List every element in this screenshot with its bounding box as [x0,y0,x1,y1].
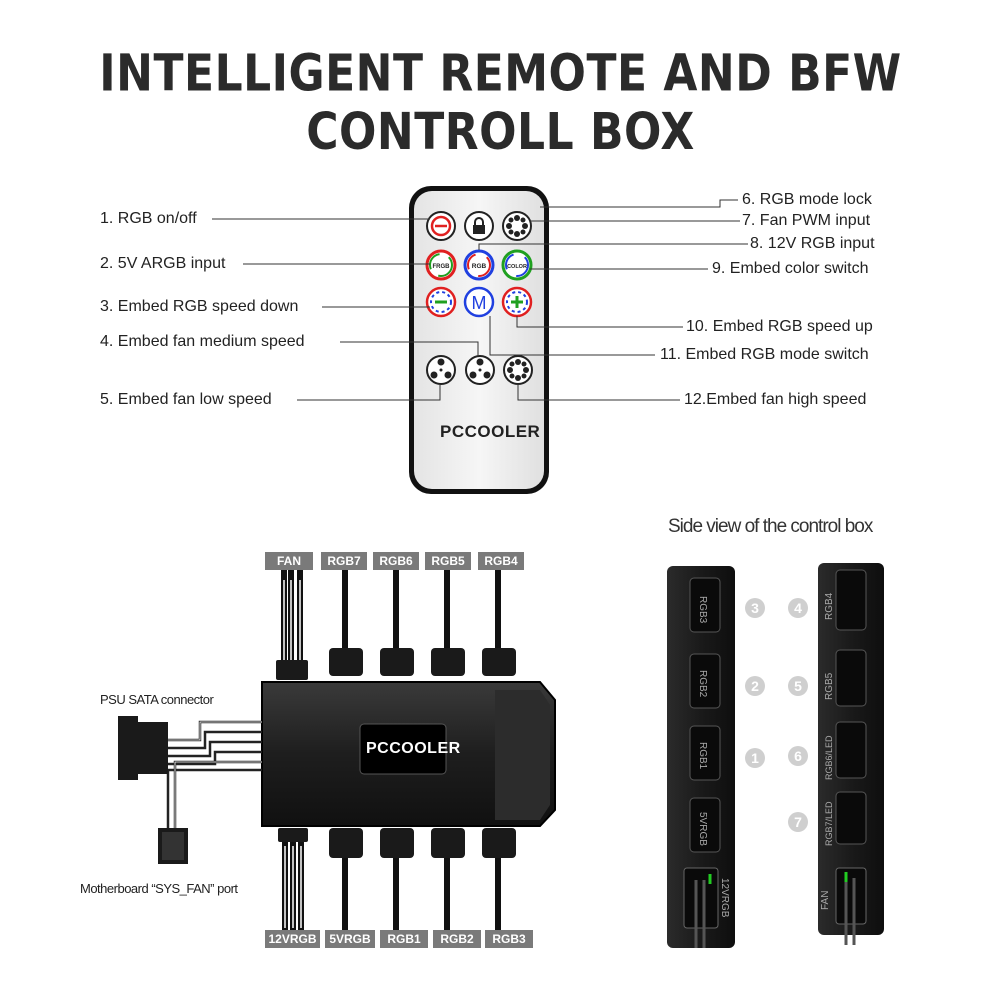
side-view-title: Side view of the control box [668,516,873,537]
label-rgb-speed-up: 10. Embed RGB speed up [686,318,873,335]
side-label-rgb4: RGB4 [824,592,835,620]
controller-brand-logo: PCCOOLER [366,740,461,757]
side-number-3: 3 [745,598,765,618]
side-number-2: 2 [745,676,765,696]
side-label-rgb5: RGB5 [824,672,835,700]
svg-text:M: M [472,293,487,313]
side-label-rgb2: RGB2 [697,670,708,698]
label-fan-pwm-input: 7. Fan PWM input [742,212,871,229]
side-number-7: 7 [788,812,808,832]
side-label-rgb6-led: RGB6/LED [824,735,834,780]
port-tag-rgb6: RGB6 [373,552,419,570]
label-rgb-onoff: 1. RGB on/off [100,210,197,227]
side-label-fan: FAN [820,890,831,910]
side-number-4: 4 [788,598,808,618]
label-embed-color-switch: 9. Embed color switch [712,260,869,277]
side-label-rgb1: RGB1 [697,742,708,770]
label-rgb-mode-lock: 6. RGB mode lock [742,191,872,208]
port-tag-rgb3: RGB3 [485,930,533,948]
side-label-5vrgb: 5VRGB [697,812,708,846]
port-tag-5vrgb: 5VRGB [325,930,375,948]
svg-text:FRGB: FRGB [433,264,451,270]
remote-buttons[interactable]: FRGB RGB COLOR M [425,211,533,385]
psu-sata-connector-label: PSU SATA connector [100,692,214,707]
side-label-rgb7-led: RGB7/LED [824,801,834,846]
label-rgb-mode-switch: 11. Embed RGB mode switch [660,346,869,363]
svg-text:COLOR: COLOR [507,264,527,270]
side-number-5: 5 [788,676,808,696]
page-title: INTELLIGENT REMOTE AND BFW CONTROLL BOX [99,44,902,162]
port-tag-rgb5: RGB5 [425,552,471,570]
port-tag-fan: FAN [265,552,313,570]
side-number-6: 6 [788,746,808,766]
label-5v-argb-input: 2. 5V ARGB input [100,255,226,272]
port-tag-rgb2: RGB2 [433,930,481,948]
leader-lines [212,199,748,401]
port-tag-rgb7: RGB7 [321,552,367,570]
label-rgb-speed-down: 3. Embed RGB speed down [100,298,299,315]
controller-diagram [118,570,556,932]
side-label-12vrgb: 12VRGB [719,878,730,918]
port-tag-rgb1: RGB1 [380,930,428,948]
label-12v-rgb-input: 8. 12V RGB input [750,235,875,252]
remote-brand-logo: PCCOOLER [440,422,541,441]
side-label-rgb3: RGB3 [697,596,708,624]
motherboard-sys-fan-label: Motherboard “SYS_FAN” port [80,881,238,896]
port-tag-12vrgb: 12VRGB [265,930,320,948]
side-view-right [818,563,884,945]
label-fan-high-speed: 12.Embed fan high speed [684,391,867,408]
label-fan-low-speed: 5. Embed fan low speed [100,391,272,408]
side-view-left [667,566,735,948]
label-fan-medium-speed: 4. Embed fan medium speed [100,333,305,350]
side-number-1: 1 [745,748,765,768]
port-tag-rgb4: RGB4 [478,552,524,570]
svg-text:RGB: RGB [472,263,487,270]
